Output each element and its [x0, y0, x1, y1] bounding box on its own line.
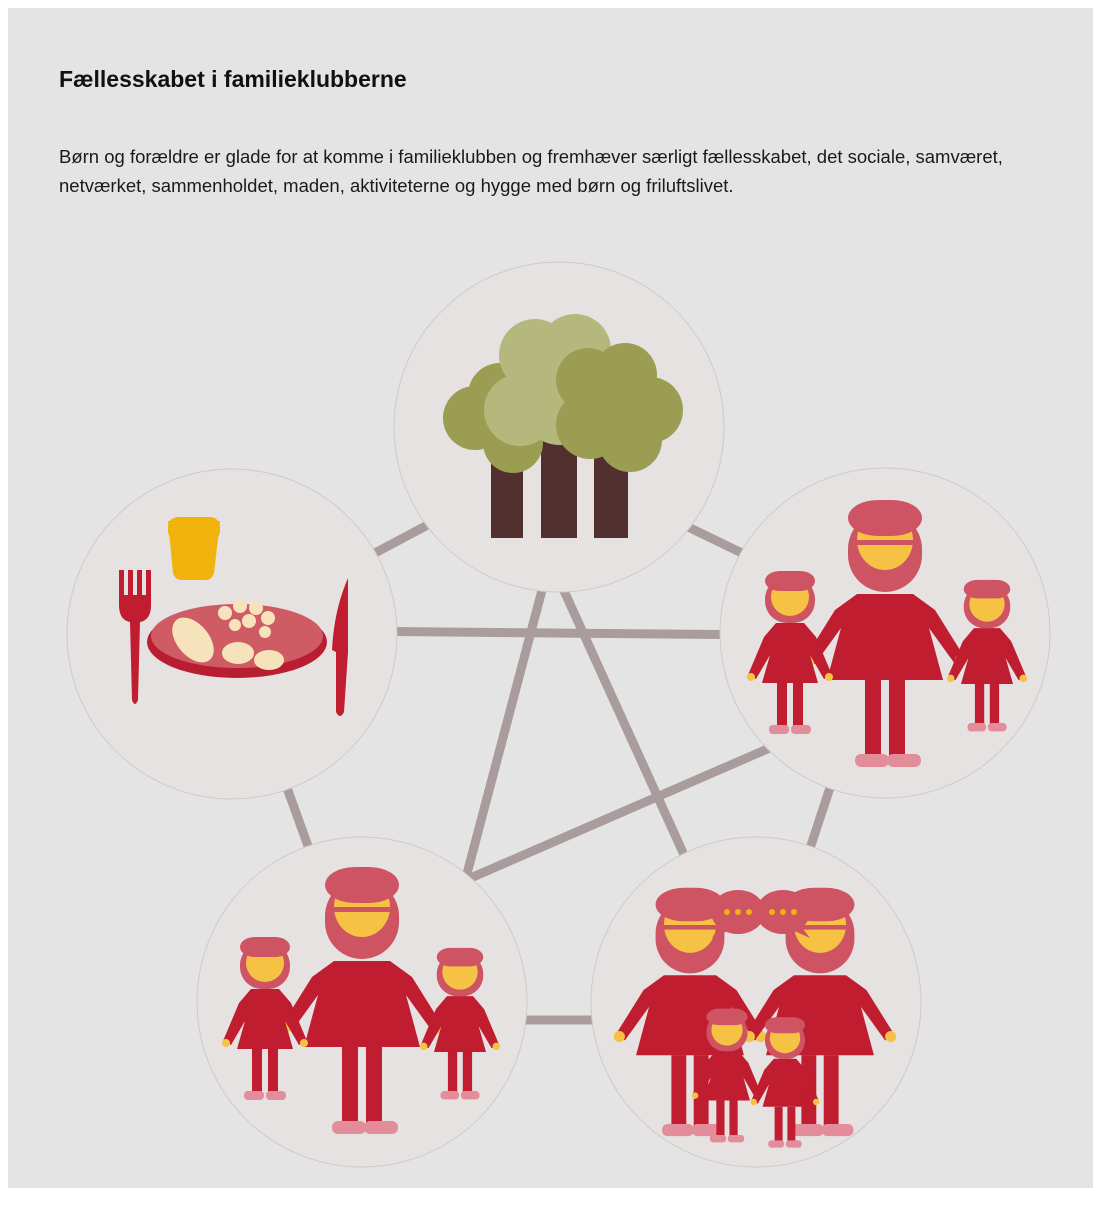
page-title: Fællesskabet i familieklubberne [59, 66, 407, 92]
conversation-icon [613, 887, 897, 1148]
speech-bubble-icon [711, 890, 765, 938]
speech-bubble-icon [756, 890, 810, 938]
link-nature-conversation [545, 558, 705, 892]
link-nature-family-left [455, 558, 555, 902]
knife-icon [332, 578, 348, 716]
meal-icon [119, 517, 348, 716]
fork-icon [119, 570, 151, 704]
description-text: Børn og forældre er glade for at komme i… [59, 146, 1003, 196]
trees-icon [443, 314, 683, 538]
